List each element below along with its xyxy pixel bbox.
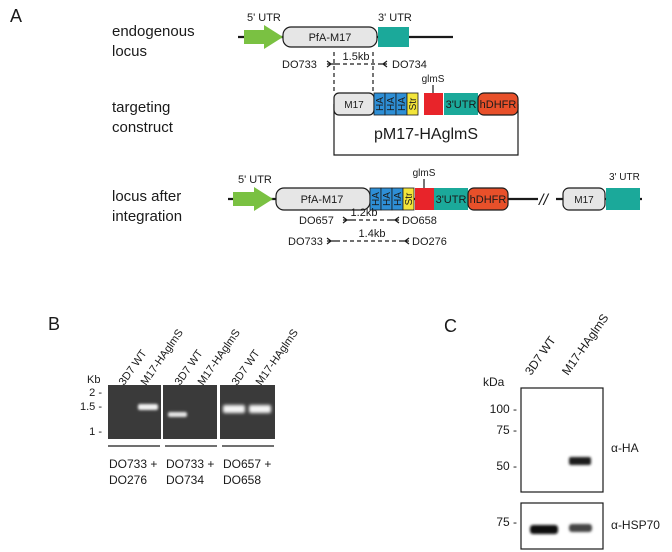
band-do657-do658-m17 [249,405,271,413]
label-after-1: locus after [112,188,181,205]
marker-100: 100 - [490,402,517,416]
marker-75-bottom: 75 - [496,515,517,529]
primer-do734-arrow [378,60,388,68]
int-utr5-label: 5' UTR [238,174,272,186]
pair-1-line-1: DO733 + [109,457,157,471]
strep-tag [406,92,419,116]
pair-3-line-1: DO657 + [223,457,271,471]
glms-ribozyme [424,93,443,115]
int-utr3-box [606,188,640,210]
ha-label-1: HA [375,97,386,111]
panel-a: A endogenous locus targeting construct l… [10,6,642,248]
int-strep-label: Str [404,192,415,205]
label-after-2: integration [112,208,182,225]
hdhfr-label: hDHFR [480,99,517,111]
int-construct-utr3-label: 3'UTR [436,194,467,206]
primer-do734-label: DO734 [392,59,427,71]
integrated-locus: // 5' UTR PfA-M17 HA HA HA Str glmS 3'UT… [228,168,642,248]
utr5-arrow [244,25,283,49]
primer-do733-label: DO733 [282,59,317,71]
hdhfr-cassette [477,92,519,116]
int-hdhfr-cassette [467,187,509,211]
pair-2-line-1: DO733 + [166,457,214,471]
break-mark: // [538,192,549,209]
pfa-m17-gene [282,26,378,48]
ha-label-2: HA [386,97,397,111]
int-m17-label: M17 [574,195,594,206]
size-14kb: 1.4kb [359,228,386,240]
primer-do658-arrow [390,216,400,224]
int-ha-label-2: HA [382,192,393,206]
pfa-m17-label: PfA-M17 [309,32,352,44]
band-ha-m17 [569,457,591,465]
antibody-ha: α-HA [611,441,639,455]
panel-b-letter: B [48,314,60,334]
int-glms-label: glmS [413,168,436,179]
primer-do657-arrow [342,216,352,224]
kb-label: Kb [87,374,100,386]
band-do657-do658-wt [223,405,245,413]
strep-label: Str [408,97,419,110]
int-glms-ribozyme [415,188,434,210]
band-do733-do276-m17 [138,404,158,410]
plasmid-backbone [333,104,519,156]
construct-utr3 [444,93,478,115]
int-hdhfr-label: hDHFR [470,194,507,206]
lane-c1: 3D7 WT [522,333,559,378]
plasmid-name: pM17-HAglmS [374,126,478,143]
lane-b6: M17-HAglmS [254,327,301,387]
label-construct-1: targeting [112,99,170,116]
marker-50: 50 - [496,459,517,473]
band-do733-do734-wt [168,412,187,417]
label-construct-2: construct [112,119,174,136]
utr3-label: 3' UTR [378,12,412,24]
panel-b: B 3D7 WT M17-HAglmS 3D7 WT M17-HAglmS 3D… [48,314,301,487]
int-pfa-m17-label: PfA-M17 [301,194,344,206]
gel-panel-1 [108,385,161,439]
primer-do733b-label: DO733 [288,236,323,248]
int-ha-label-1: HA [371,192,382,206]
label-endogenous-2: locus [112,43,147,60]
m17-fragment-label: M17 [344,100,364,111]
band-hsp70-m17 [569,524,592,532]
pair-3-line-2: DO658 [223,473,261,487]
endogenous-locus: 5' UTR PfA-M17 3' UTR DO733 DO734 1.5kb [238,12,453,71]
construct-utr3-label: 3'UTR [446,99,477,111]
band-hsp70-wt [530,525,558,534]
blot-ha [520,387,604,493]
int-utr5-arrow [233,187,273,211]
primer-do658-label: DO658 [402,215,437,227]
int-strep-tag [402,187,415,211]
size-15kb: 1.5kb [343,51,370,63]
primer-do276-label: DO276 [412,236,447,248]
size-12kb: 1.2kb [351,207,378,219]
targeting-construct: M17 HA HA HA Str glmS 3'UTR hDHFR pM17-H… [333,74,519,156]
primer-do276-arrow [400,237,410,245]
ha-label-3: HA [397,97,408,111]
marker-15: 1.5 - [80,401,102,413]
utr5-label: 5' UTR [247,12,281,24]
primer-do657-label: DO657 [299,215,334,227]
antibody-hsp70: α-HSP70 [611,518,660,532]
int-utr3-label: 3' UTR [609,172,640,183]
marker-75-top: 75 - [496,423,517,437]
label-endogenous-1: endogenous [112,23,195,40]
primer-do733b-arrow [326,237,336,245]
panel-a-letter: A [10,6,22,26]
glms-label: glmS [422,74,445,85]
marker-1: 1 - [89,426,102,438]
utr3-box [378,27,409,47]
lane-c2: M17-HAglmS [559,311,611,377]
pair-2-line-2: DO734 [166,473,204,487]
panel-c: C 3D7 WT M17-HAglmS kDa 100 - 75 - 50 - … [444,311,660,550]
int-m17-fragment [562,187,606,211]
panel-c-letter: C [444,316,457,336]
kda-label: kDa [483,375,505,389]
int-ha-label-3: HA [393,192,404,206]
int-construct-utr3 [434,188,468,210]
pair-1-line-2: DO276 [109,473,147,487]
primer-do733-arrow [326,60,336,68]
marker-2: 2 - [89,387,102,399]
